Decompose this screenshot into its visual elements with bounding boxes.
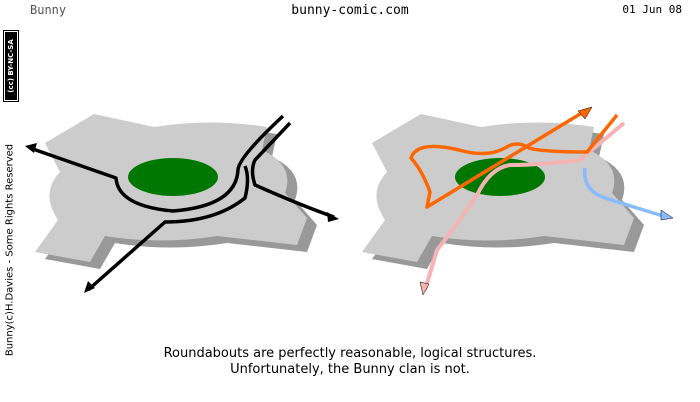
orange-arrow [577, 106, 593, 120]
blue-route [582, 167, 664, 218]
black-route-a [29, 114, 285, 213]
comic-title: Bunny [30, 3, 67, 17]
site-url: bunny-comic.com [291, 3, 409, 18]
pink-arrow [419, 281, 430, 296]
caption: Roundabouts are perfectly reasonable, lo… [0, 346, 700, 378]
left-panel [25, 114, 339, 293]
cc-license-badge: (cc) BY-NC-SA [3, 30, 19, 102]
comic-date: 01 Jun 08 [622, 3, 682, 16]
caption-line-1: Roundabouts are perfectly reasonable, lo… [163, 346, 537, 361]
orange-route [409, 109, 619, 209]
black-route-b [250, 121, 335, 219]
left-arrow-nw [25, 143, 37, 153]
left-arrow-sw [84, 281, 95, 293]
black-route-c [86, 165, 250, 292]
right-panel [362, 106, 674, 296]
left-arrow-e [327, 212, 339, 222]
caption-line-2: Unfortunately, the Bunny clan is not. [230, 362, 470, 377]
blue-arrow [660, 209, 674, 221]
pink-route [423, 121, 626, 291]
